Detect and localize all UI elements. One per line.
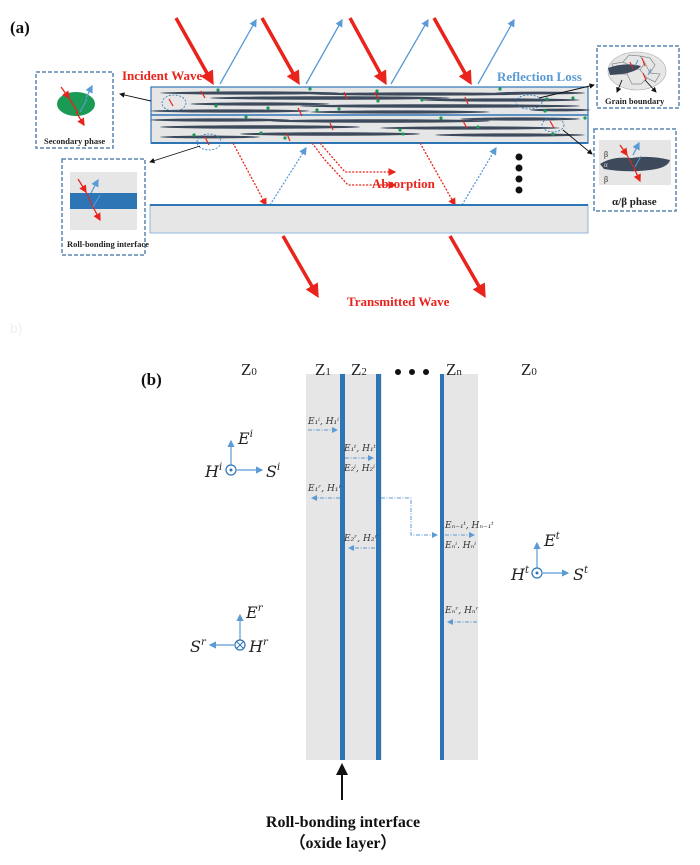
field-label-e2i-h2i: E₂ⁱ, H₂ⁱ <box>343 464 375 474</box>
lower-laminate-slab <box>149 204 589 234</box>
alpha-label: α <box>604 161 608 169</box>
layer-ellipsis <box>395 369 429 375</box>
panel-a: (a) Incident Wave Reflection Loss <box>10 17 680 309</box>
layer-stack <box>306 374 478 760</box>
repeat-ellipsis-dots <box>515 153 523 194</box>
beta-bottom-label: β <box>604 175 608 184</box>
e-reflected-label: Er <box>245 603 264 622</box>
alpha-phase-grain-icon <box>600 156 670 172</box>
elongated-grains <box>150 91 590 139</box>
panel-b: b) (b) Z0 Z1 Z2 Zn Z0 <box>10 320 589 852</box>
interface-line-1 <box>340 374 345 760</box>
secondary-phase-particles <box>192 87 587 140</box>
h-transmitted-label: Ht <box>510 565 530 584</box>
s-reflected-label: Sr <box>190 637 207 656</box>
field-label-e1i-h1i: E₁ⁱ, H₁ⁱ <box>307 417 339 427</box>
pointer-grain-boundary <box>538 83 595 99</box>
secondary-phase-label: Secondary phase <box>44 136 105 146</box>
zn-label: Zn <box>446 360 462 379</box>
transmitted-wave-arrows <box>281 235 486 299</box>
ghost-panel-label: b) <box>10 320 22 336</box>
inset-secondary-phase: Secondary phase <box>35 71 114 149</box>
oxide-layer-band <box>70 193 137 209</box>
reflected-field-triad: Er Sr Hr <box>190 603 269 656</box>
arrow-to-layer-n <box>381 497 438 538</box>
pointer-roll-bonding <box>149 145 201 164</box>
inset-roll-bonding-interface: Roll-bonding interface <box>61 158 149 256</box>
panel-b-label: (b) <box>141 370 162 389</box>
micro-red-arrows <box>168 90 555 146</box>
impedance-labels: Z0 Z1 Z2 Zn Z0 <box>241 360 537 379</box>
absorption-label: Absorption <box>372 176 436 191</box>
z0-left-label: Z0 <box>241 360 257 379</box>
pointer-secondary-phase <box>119 92 152 102</box>
inset-grain-boundary: Grain boundary <box>596 45 680 109</box>
s-incident-label: Si <box>266 462 280 481</box>
field-label-e1t-h1t: E₁ᵗ, H₁ᵗ <box>343 444 377 454</box>
roll-bonding-interface-label: Roll-bonding interface <box>266 814 420 831</box>
grain-boundary-label: Grain boundary <box>605 96 665 106</box>
scattering-sites <box>161 94 565 151</box>
field-label-e1r-h1r: E₁ʳ, H₁ʳ <box>307 484 342 494</box>
alpha-beta-phase-label: α/β phase <box>612 196 657 208</box>
beta-top-label: β <box>604 150 608 159</box>
field-label-enr-hnr: Eₙʳ, Hₙʳ <box>444 606 479 616</box>
reflection-arrows <box>219 18 515 85</box>
incident-wave-arrows <box>174 17 472 86</box>
z2-label: Z2 <box>351 360 367 379</box>
h-reflected-label: Hr <box>248 637 269 656</box>
panel-a-label: (a) <box>10 18 30 37</box>
pointer-alpha-beta <box>562 129 593 155</box>
e-incident-label: Ei <box>237 429 253 448</box>
s-transmitted-label: St <box>573 565 589 584</box>
incident-wave-label: Incident Wave <box>122 68 203 83</box>
upper-laminate-slab <box>150 86 590 151</box>
h-incident-label: Hi <box>204 462 222 481</box>
interface-line-2 <box>376 374 381 760</box>
field-labels: E₁ⁱ, H₁ⁱ E₁ᵗ, H₁ᵗ E₂ⁱ, H₂ⁱ E₁ʳ, H₁ʳ E₂ʳ,… <box>307 417 494 616</box>
transmitted-wave-label: Transmitted Wave <box>347 294 450 309</box>
reflection-loss-label: Reflection Loss <box>497 69 582 84</box>
z0-right-label: Z0 <box>521 360 537 379</box>
transmitted-field-triad: Et Ht St <box>510 531 589 584</box>
e-transmitted-label: Et <box>543 531 561 550</box>
field-label-eni-hni: Eₙⁱ. Hₙⁱ <box>444 541 476 551</box>
field-label-e2r-h2r: E₂ʳ, H₂ʳ <box>343 534 378 544</box>
field-flow-arrows <box>308 427 477 625</box>
inset-alpha-beta-phase: β α β α/β phase <box>593 128 677 212</box>
z1-label: Z1 <box>315 360 331 379</box>
oxide-layer-label: （oxide layer） <box>289 834 396 852</box>
incident-field-triad: Ei Hi Si <box>204 429 280 481</box>
layer-gap <box>382 374 442 760</box>
interface-line-n <box>440 374 444 760</box>
field-label-en1t-hn1t: Eₙ₋₁ᵗ, Hₙ₋₁ᵗ <box>444 521 494 531</box>
roll-bonding-interface-inset-label: Roll-bonding interface <box>67 239 149 249</box>
